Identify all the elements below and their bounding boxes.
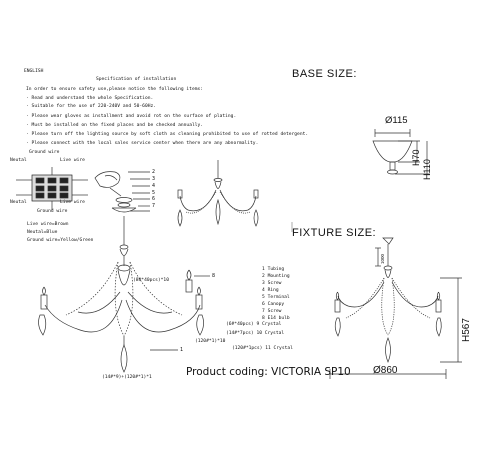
callout-3: 3 bbox=[152, 176, 156, 182]
fixture-diameter: Ø860 bbox=[373, 365, 398, 376]
neutral-label-top: Neutal bbox=[10, 158, 27, 163]
callout-4: 4 bbox=[152, 183, 156, 189]
terminal-block-icon bbox=[16, 167, 88, 210]
live-wire-label-top: Live wire bbox=[60, 158, 85, 163]
instruction-line-4: · Please wear gloves as installment and … bbox=[26, 114, 237, 119]
spec-title: Specification of installation bbox=[96, 77, 177, 82]
wire-legend-line-2: Neutal=Blue bbox=[27, 230, 58, 235]
chain-label-middle: (120#*1)*10 bbox=[195, 339, 226, 344]
mounting-exploded-icon bbox=[94, 171, 150, 222]
base-size-drawing-icon bbox=[372, 129, 430, 175]
neutral-label-bottom: Neutal bbox=[10, 200, 27, 205]
callout-2: 2 bbox=[152, 169, 156, 175]
part-row-8: 8 E14 bulb bbox=[262, 316, 290, 321]
instruction-line-3: · Suitable for the use of 220-240V and 5… bbox=[26, 104, 157, 109]
part-row-6: 6 Canopy bbox=[262, 302, 285, 307]
ground-wire-label-top: Ground wire bbox=[29, 150, 60, 155]
base-height-h110: H110 bbox=[422, 159, 432, 180]
base-diameter: Ø115 bbox=[385, 115, 408, 126]
base-size-heading: BASE SIZE: bbox=[292, 68, 357, 80]
fixture-height: H567 bbox=[461, 318, 472, 342]
chandelier-preview-icon bbox=[177, 160, 259, 227]
instruction-line-5: · Must be installed on the fixed places … bbox=[26, 123, 204, 128]
chain-label-bottom: (14#*9)+(120#*1)*1 bbox=[102, 375, 152, 380]
callout-1: 1 bbox=[180, 347, 184, 353]
instruction-line-1: In order to ensure safety use,please not… bbox=[26, 87, 204, 92]
chain-label-upper: (8#*40pcs)*10 bbox=[133, 278, 169, 283]
wire-legend-line-3: Ground wire=Yellow/Green bbox=[27, 238, 94, 243]
part-row-4: 4 Ring bbox=[262, 288, 279, 293]
ground-wire-label-bottom: Ground wire bbox=[37, 209, 68, 214]
live-wire-label-bottom: Live wire bbox=[60, 200, 85, 205]
part-row-1: 1 Tubing bbox=[262, 267, 285, 272]
fixture-size-drawing-icon bbox=[329, 237, 462, 379]
instruction-line-2: · Read and understand the whole Specific… bbox=[26, 96, 154, 101]
callout-7: 7 bbox=[152, 203, 156, 209]
part-row-5: 5 Terminal bbox=[262, 295, 290, 300]
wire-legend-line-1: Live wire=Brown bbox=[27, 222, 69, 227]
crystal-row-9: (6#*40pcs) 9 Crystal bbox=[226, 322, 282, 327]
crystal-row-10: (14#*7pcs) 10 Crystal bbox=[226, 331, 285, 336]
callout-6: 6 bbox=[152, 196, 156, 202]
instruction-line-6: · Please turn off the lighting source by… bbox=[26, 132, 309, 137]
crystal-row-11: (120#*1pcs) 11 Crystal bbox=[232, 346, 293, 351]
language-label: ENGLISH bbox=[24, 69, 44, 74]
part-row-3: 3 Screw bbox=[262, 281, 282, 286]
part-row-2: 2 Mounting bbox=[262, 274, 290, 279]
chandelier-assembly-icon bbox=[38, 222, 210, 373]
instruction-line-7: · Please connect with the local sales se… bbox=[26, 141, 259, 146]
fixture-chain-length: 1000 bbox=[380, 253, 385, 264]
callout-5: 5 bbox=[152, 190, 156, 196]
base-height-h70: H70 bbox=[411, 149, 421, 166]
part-row-7: 7 Screw bbox=[262, 309, 282, 314]
callout-8: 8 bbox=[212, 273, 216, 279]
fixture-size-heading: FIXTURE SIZE: bbox=[292, 227, 377, 239]
product-coding: Product coding: VICTORIA SP10 bbox=[186, 366, 351, 378]
